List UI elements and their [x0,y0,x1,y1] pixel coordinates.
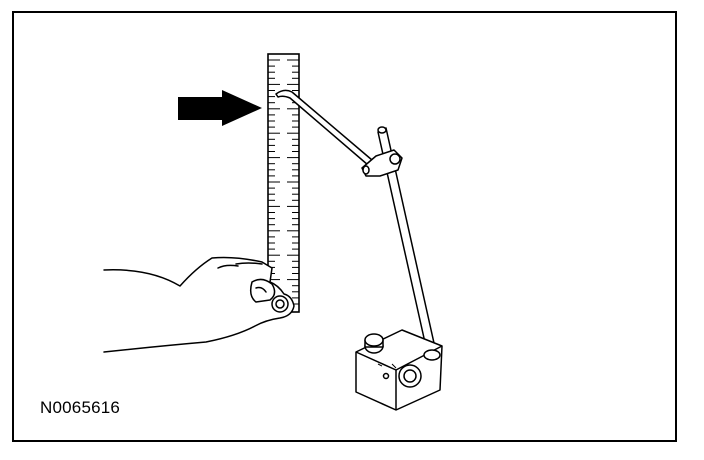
figure-frame [12,11,677,442]
dial-indicator-icon [275,89,443,411]
arrow-right-icon [178,90,262,126]
figure-id-label: N0065616 [40,398,121,417]
hand-icon [103,256,295,353]
